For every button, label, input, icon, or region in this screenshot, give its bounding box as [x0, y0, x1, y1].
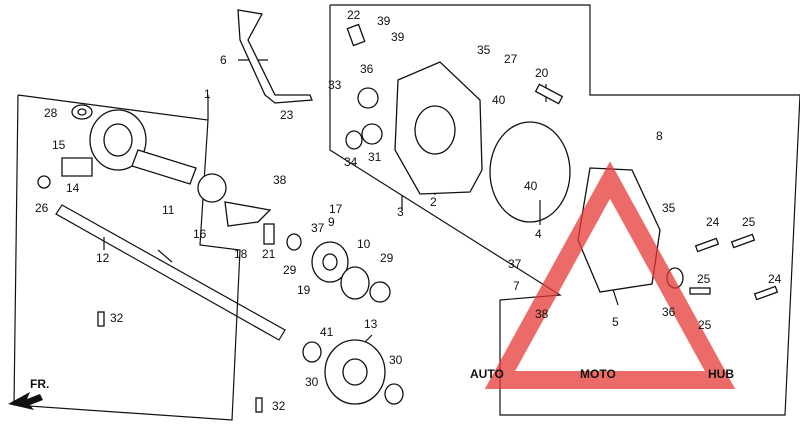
- callout-13: 13: [364, 317, 378, 331]
- washer-30a: [302, 341, 322, 363]
- bolt-25a: [730, 233, 756, 249]
- callout-14: 14: [66, 181, 80, 195]
- callout-2: 2: [430, 195, 437, 209]
- callout-41: 41: [320, 325, 334, 339]
- callout-36b: 36: [662, 305, 676, 319]
- callout-11: 11: [162, 203, 175, 217]
- gasket-4: [489, 121, 571, 223]
- watermark: AUTO MOTO HUB: [470, 161, 736, 389]
- callout-29b: 29: [380, 251, 394, 265]
- watermark-text-hub: HUB: [708, 367, 734, 381]
- callout-33: 33: [328, 78, 342, 92]
- callout-38a: 38: [273, 173, 287, 187]
- callout-40a: 40: [492, 93, 506, 107]
- callout-3: 3: [397, 205, 404, 219]
- callout-26: 26: [35, 201, 49, 215]
- callout-24a: 24: [706, 215, 720, 229]
- callout-25c: 25: [698, 318, 712, 332]
- callout-39a: 39: [377, 14, 391, 28]
- callout-25a: 25: [742, 215, 756, 229]
- clutch-16: [197, 173, 227, 203]
- arrow-icon: [8, 392, 43, 410]
- callout-6: 6: [220, 53, 227, 67]
- callout-39b: 39: [391, 30, 405, 44]
- callout-38b: 38: [535, 307, 549, 321]
- callout-1: 1: [204, 87, 211, 101]
- callout-37b: 37: [508, 257, 522, 271]
- bolt-24a: [694, 237, 720, 253]
- watermark-text-moto: MOTO: [580, 367, 616, 381]
- spring-21: [263, 223, 275, 245]
- callout-7: 7: [513, 279, 520, 293]
- washer-30b: [384, 383, 404, 405]
- callout-18: 18: [234, 247, 248, 261]
- front-direction-indicator: FR.: [8, 377, 49, 410]
- callout-9: 9: [328, 215, 335, 229]
- washer-29: [286, 233, 302, 251]
- watermark-triangle: [484, 161, 736, 389]
- callout-30b: 30: [389, 353, 403, 367]
- callout-4: 4: [535, 227, 542, 241]
- callout-27: 27: [504, 52, 518, 66]
- callout-34: 34: [344, 155, 358, 169]
- callout-20: 20: [535, 66, 549, 80]
- bolt-24b: [753, 285, 779, 301]
- watermark-text-auto: AUTO: [470, 367, 504, 381]
- pin-32a: [97, 311, 105, 327]
- bearing-31: [361, 123, 383, 145]
- callouts: 1 2 3 4 5 6 7 8 9 10 11 12 13 14 15 16 1…: [35, 8, 782, 413]
- callout-22: 22: [347, 8, 361, 22]
- callout-16: 16: [193, 227, 207, 241]
- callout-17: 17: [329, 202, 343, 216]
- pin-32b: [255, 397, 263, 413]
- callout-35a: 35: [477, 43, 491, 57]
- bearing-36: [357, 87, 379, 109]
- callout-36a: 36: [360, 62, 374, 76]
- washer-29b: [369, 281, 391, 303]
- gear-10: [340, 266, 370, 300]
- callout-35b: 35: [662, 201, 676, 215]
- callout-29a: 29: [283, 263, 297, 277]
- callout-37a: 37: [311, 221, 325, 235]
- group-outline-right: [329, 4, 800, 416]
- shaft-11: [131, 149, 197, 185]
- pinion-14: [61, 157, 93, 177]
- callout-10: 10: [357, 237, 371, 251]
- callout-15: 15: [52, 138, 66, 152]
- callout-30a: 30: [305, 375, 319, 389]
- shaft-12: [55, 204, 286, 341]
- callout-31: 31: [368, 150, 382, 164]
- callout-23: 23: [280, 108, 294, 122]
- callout-21: 21: [262, 247, 276, 261]
- callout-19: 19: [297, 283, 311, 297]
- callout-40b: 40: [524, 179, 538, 193]
- callout-5: 5: [612, 315, 619, 329]
- callout-28: 28: [44, 106, 58, 120]
- direction-label: FR.: [30, 377, 49, 391]
- callout-12: 12: [96, 251, 110, 265]
- callout-8: 8: [656, 129, 663, 143]
- bolt-25b: [689, 287, 711, 295]
- seal-34: [345, 130, 363, 150]
- bracket-6: [237, 9, 313, 104]
- shift-fork-18: [224, 201, 272, 227]
- shaft-20: [534, 83, 564, 105]
- callout-25b: 25: [697, 272, 711, 286]
- callout-32a: 32: [110, 311, 124, 325]
- callout-32b: 32: [272, 399, 286, 413]
- bolt-22: [346, 23, 366, 47]
- callout-24b: 24: [768, 272, 782, 286]
- nut-26: [37, 175, 51, 189]
